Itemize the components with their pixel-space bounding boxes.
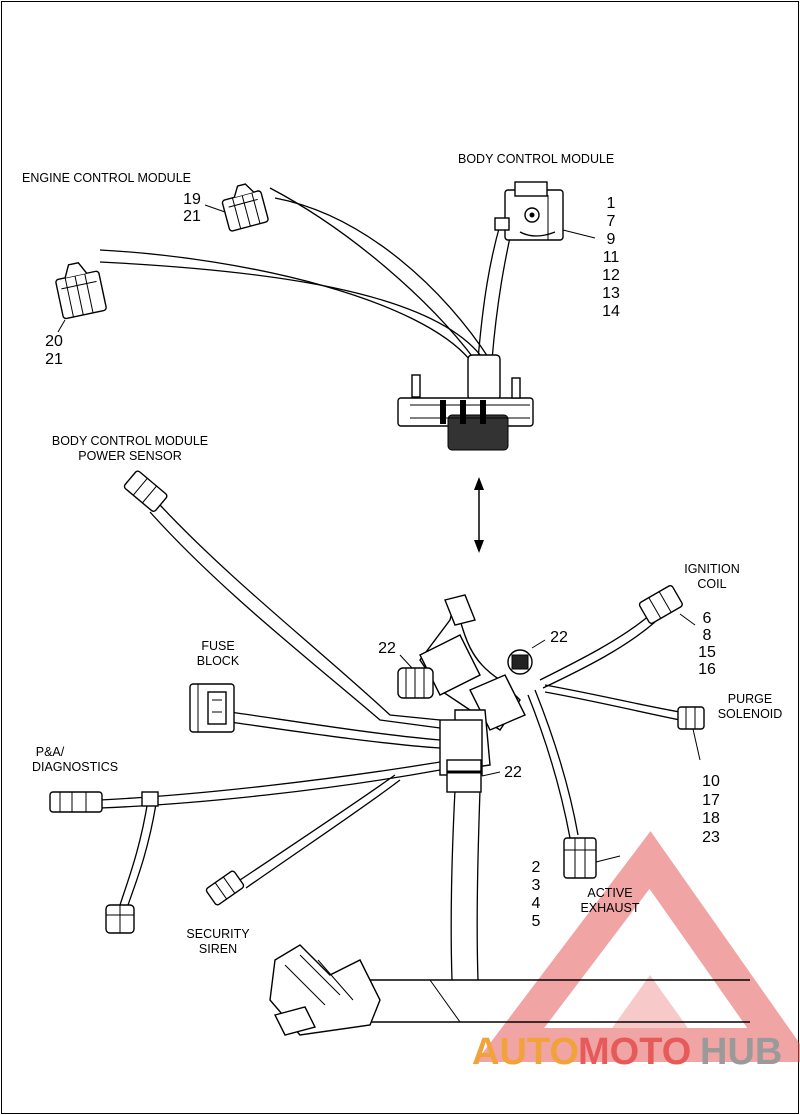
watermark-logo bbox=[475, 831, 800, 1062]
callout-bcm: 13 bbox=[602, 285, 620, 302]
bcm-connector bbox=[494, 181, 564, 241]
callout-ignition: 16 bbox=[698, 661, 716, 678]
callout-bcm: 11 bbox=[603, 249, 620, 266]
callout-purge: 10 bbox=[702, 773, 720, 790]
callout-active-exhaust: 3 bbox=[532, 877, 541, 894]
callout-active-exhaust: 4 bbox=[532, 895, 541, 912]
callout-ignition: 6 bbox=[703, 610, 712, 627]
lower-harness bbox=[49, 470, 750, 1036]
callout-ecm-upper: 19 bbox=[183, 191, 201, 208]
callout-bcm: 9 bbox=[607, 231, 616, 248]
bottom-mount-assembly bbox=[269, 944, 750, 1036]
callout-purge: 17 bbox=[702, 792, 720, 809]
pa-lower-connector bbox=[105, 904, 135, 934]
callout-ignition: 8 bbox=[703, 627, 712, 644]
fuse-block-connector bbox=[189, 683, 235, 733]
label-ignition-2: COIL bbox=[697, 577, 726, 591]
label-active-2: EXHAUST bbox=[580, 901, 639, 915]
label-active-1: ACTIVE bbox=[587, 886, 632, 900]
corrugated-conduit bbox=[397, 594, 526, 793]
security-siren-connector bbox=[205, 870, 245, 906]
label-fuse-2: BLOCK bbox=[197, 654, 240, 668]
svg-text:AUTO: AUTO bbox=[472, 1031, 579, 1073]
callout-clip-left: 22 bbox=[378, 640, 396, 657]
callout-purge: 18 bbox=[702, 810, 720, 827]
label-bcm: BODY CONTROL MODULE bbox=[458, 152, 614, 166]
callout-clip-right: 22 bbox=[550, 629, 568, 646]
callout-bcm: 7 bbox=[607, 213, 616, 230]
label-siren-1: SECURITY bbox=[186, 927, 250, 941]
label-purge-2: SOLENOID bbox=[718, 707, 783, 721]
purge-solenoid-connector bbox=[677, 706, 705, 730]
ignition-coil-connector bbox=[638, 585, 683, 624]
active-exhaust-connector bbox=[563, 837, 597, 879]
callout-active-exhaust: 5 bbox=[532, 913, 541, 930]
label-pa-1: P&A/ bbox=[36, 745, 65, 759]
callout-bcm: 14 bbox=[602, 303, 620, 320]
callout-ecm-lower: 21 bbox=[45, 351, 63, 368]
pa-diagnostics-connector bbox=[49, 791, 103, 813]
ecm-upper-connector bbox=[221, 183, 269, 232]
pa-clip bbox=[141, 791, 159, 807]
callout-bcm: 1 bbox=[607, 195, 616, 212]
callout-purge: 23 bbox=[702, 829, 720, 846]
callout-clip-bottom: 22 bbox=[504, 764, 522, 781]
callout-active-exhaust: 2 bbox=[532, 859, 541, 876]
connection-arrow bbox=[474, 477, 484, 553]
label-purge-1: PURGE bbox=[728, 692, 772, 706]
callout-ignition: 15 bbox=[698, 644, 716, 661]
svg-text:MOTO: MOTO bbox=[578, 1031, 691, 1073]
label-pa-2: DIAGNOSTICS bbox=[32, 760, 118, 774]
label-ignition-1: IGNITION bbox=[684, 562, 740, 576]
harness-junction-block bbox=[397, 354, 534, 451]
label-bcm-power-1: BODY CONTROL MODULE bbox=[52, 434, 208, 448]
callout-bcm: 12 bbox=[602, 267, 620, 284]
ecm-lower-connector bbox=[55, 261, 107, 320]
watermark-text: AUTO MOTO HUB bbox=[472, 1031, 782, 1073]
svg-text:HUB: HUB bbox=[700, 1031, 782, 1073]
upper-harness bbox=[55, 181, 596, 451]
bcm-power-sensor-connector bbox=[123, 470, 168, 512]
label-bcm-power-2: POWER SENSOR bbox=[78, 449, 182, 463]
label-fuse-1: FUSE bbox=[201, 639, 234, 653]
label-siren-2: SIREN bbox=[199, 942, 237, 956]
callout-ecm-lower: 20 bbox=[45, 333, 63, 350]
label-ecm: ENGINE CONTROL MODULE bbox=[22, 171, 191, 185]
callout-ecm-upper: 21 bbox=[183, 208, 201, 225]
